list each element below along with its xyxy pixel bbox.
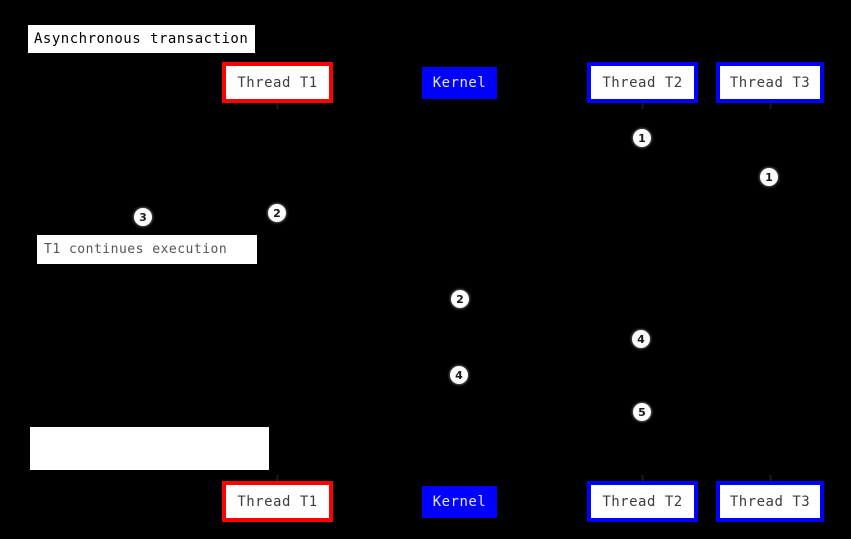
lifeline-stub — [769, 103, 772, 109]
diagram-title-box: Asynchronous transaction — [28, 25, 255, 53]
step-badge-3: 3 — [134, 208, 152, 226]
lifeline-stub — [641, 103, 644, 109]
step-badge-5: 5 — [633, 403, 651, 421]
lifeline-stub — [769, 475, 772, 481]
blank-note-box — [30, 427, 269, 470]
participant-bottom-thread-t2[interactable]: Thread T2 — [587, 481, 698, 522]
step-badge-2: 2 — [451, 290, 469, 308]
participant-top-thread-t2[interactable]: Thread T2 — [587, 62, 698, 103]
lifeline-stub — [641, 475, 644, 481]
participant-bottom-thread-t3[interactable]: Thread T3 — [716, 481, 824, 522]
step-badge-4: 4 — [632, 330, 650, 348]
participant-top-kernel[interactable]: Kernel — [422, 67, 497, 99]
note-box: T1 continues execution — [37, 235, 257, 264]
step-badge-1: 1 — [760, 168, 778, 186]
lifeline-stub — [276, 103, 279, 109]
participant-top-thread-t1[interactable]: Thread T1 — [222, 62, 333, 103]
step-badge-4: 4 — [450, 366, 468, 384]
participant-bottom-kernel[interactable]: Kernel — [422, 486, 497, 518]
participant-bottom-thread-t1[interactable]: Thread T1 — [222, 481, 333, 522]
step-badge-1: 1 — [633, 129, 651, 147]
participant-top-thread-t3[interactable]: Thread T3 — [716, 62, 824, 103]
lifeline-stub — [276, 475, 279, 481]
step-badge-2: 2 — [268, 204, 286, 222]
